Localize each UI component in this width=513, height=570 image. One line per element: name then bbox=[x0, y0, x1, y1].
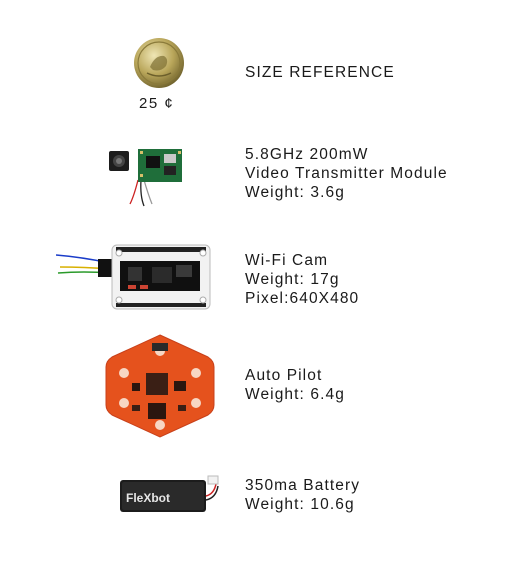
size-reference-label: SIZE REFERENCE bbox=[245, 63, 395, 82]
label-line: SIZE REFERENCE bbox=[245, 64, 395, 81]
video-transmitter-image bbox=[109, 149, 182, 207]
label-line: Weight: 3.6g bbox=[245, 184, 345, 201]
label-line: 5.8GHz 200mW bbox=[245, 146, 369, 163]
label-line: Auto Pilot bbox=[245, 367, 323, 384]
wifi-cam-image bbox=[56, 244, 211, 310]
auto-pilot-board-image bbox=[105, 334, 215, 438]
battery-brand: FleXbot bbox=[126, 491, 170, 505]
video-transmitter-label: 5.8GHz 200mW Video Transmitter Module We… bbox=[245, 145, 448, 202]
label-line: Weight: 17g bbox=[245, 271, 340, 288]
label-line: Video Transmitter Module bbox=[245, 165, 448, 182]
label-line: Wi-Fi Cam bbox=[245, 252, 329, 269]
label-line: Pixel:640X480 bbox=[245, 290, 360, 307]
label-line: Weight: 10.6g bbox=[245, 496, 355, 513]
battery-label: 350ma Battery Weight: 10.6g bbox=[245, 476, 360, 514]
wifi-cam-label: Wi-Fi Cam Weight: 17g Pixel:640X480 bbox=[245, 251, 359, 308]
label-line: Weight: 6.4g bbox=[245, 386, 345, 403]
battery-image: FleXbot bbox=[120, 475, 219, 512]
label-line: 350ma Battery bbox=[245, 477, 361, 494]
quarter-coin-image bbox=[134, 38, 184, 88]
coin-caption: 25 ¢ bbox=[139, 95, 175, 112]
auto-pilot-label: Auto Pilot Weight: 6.4g bbox=[245, 366, 345, 404]
